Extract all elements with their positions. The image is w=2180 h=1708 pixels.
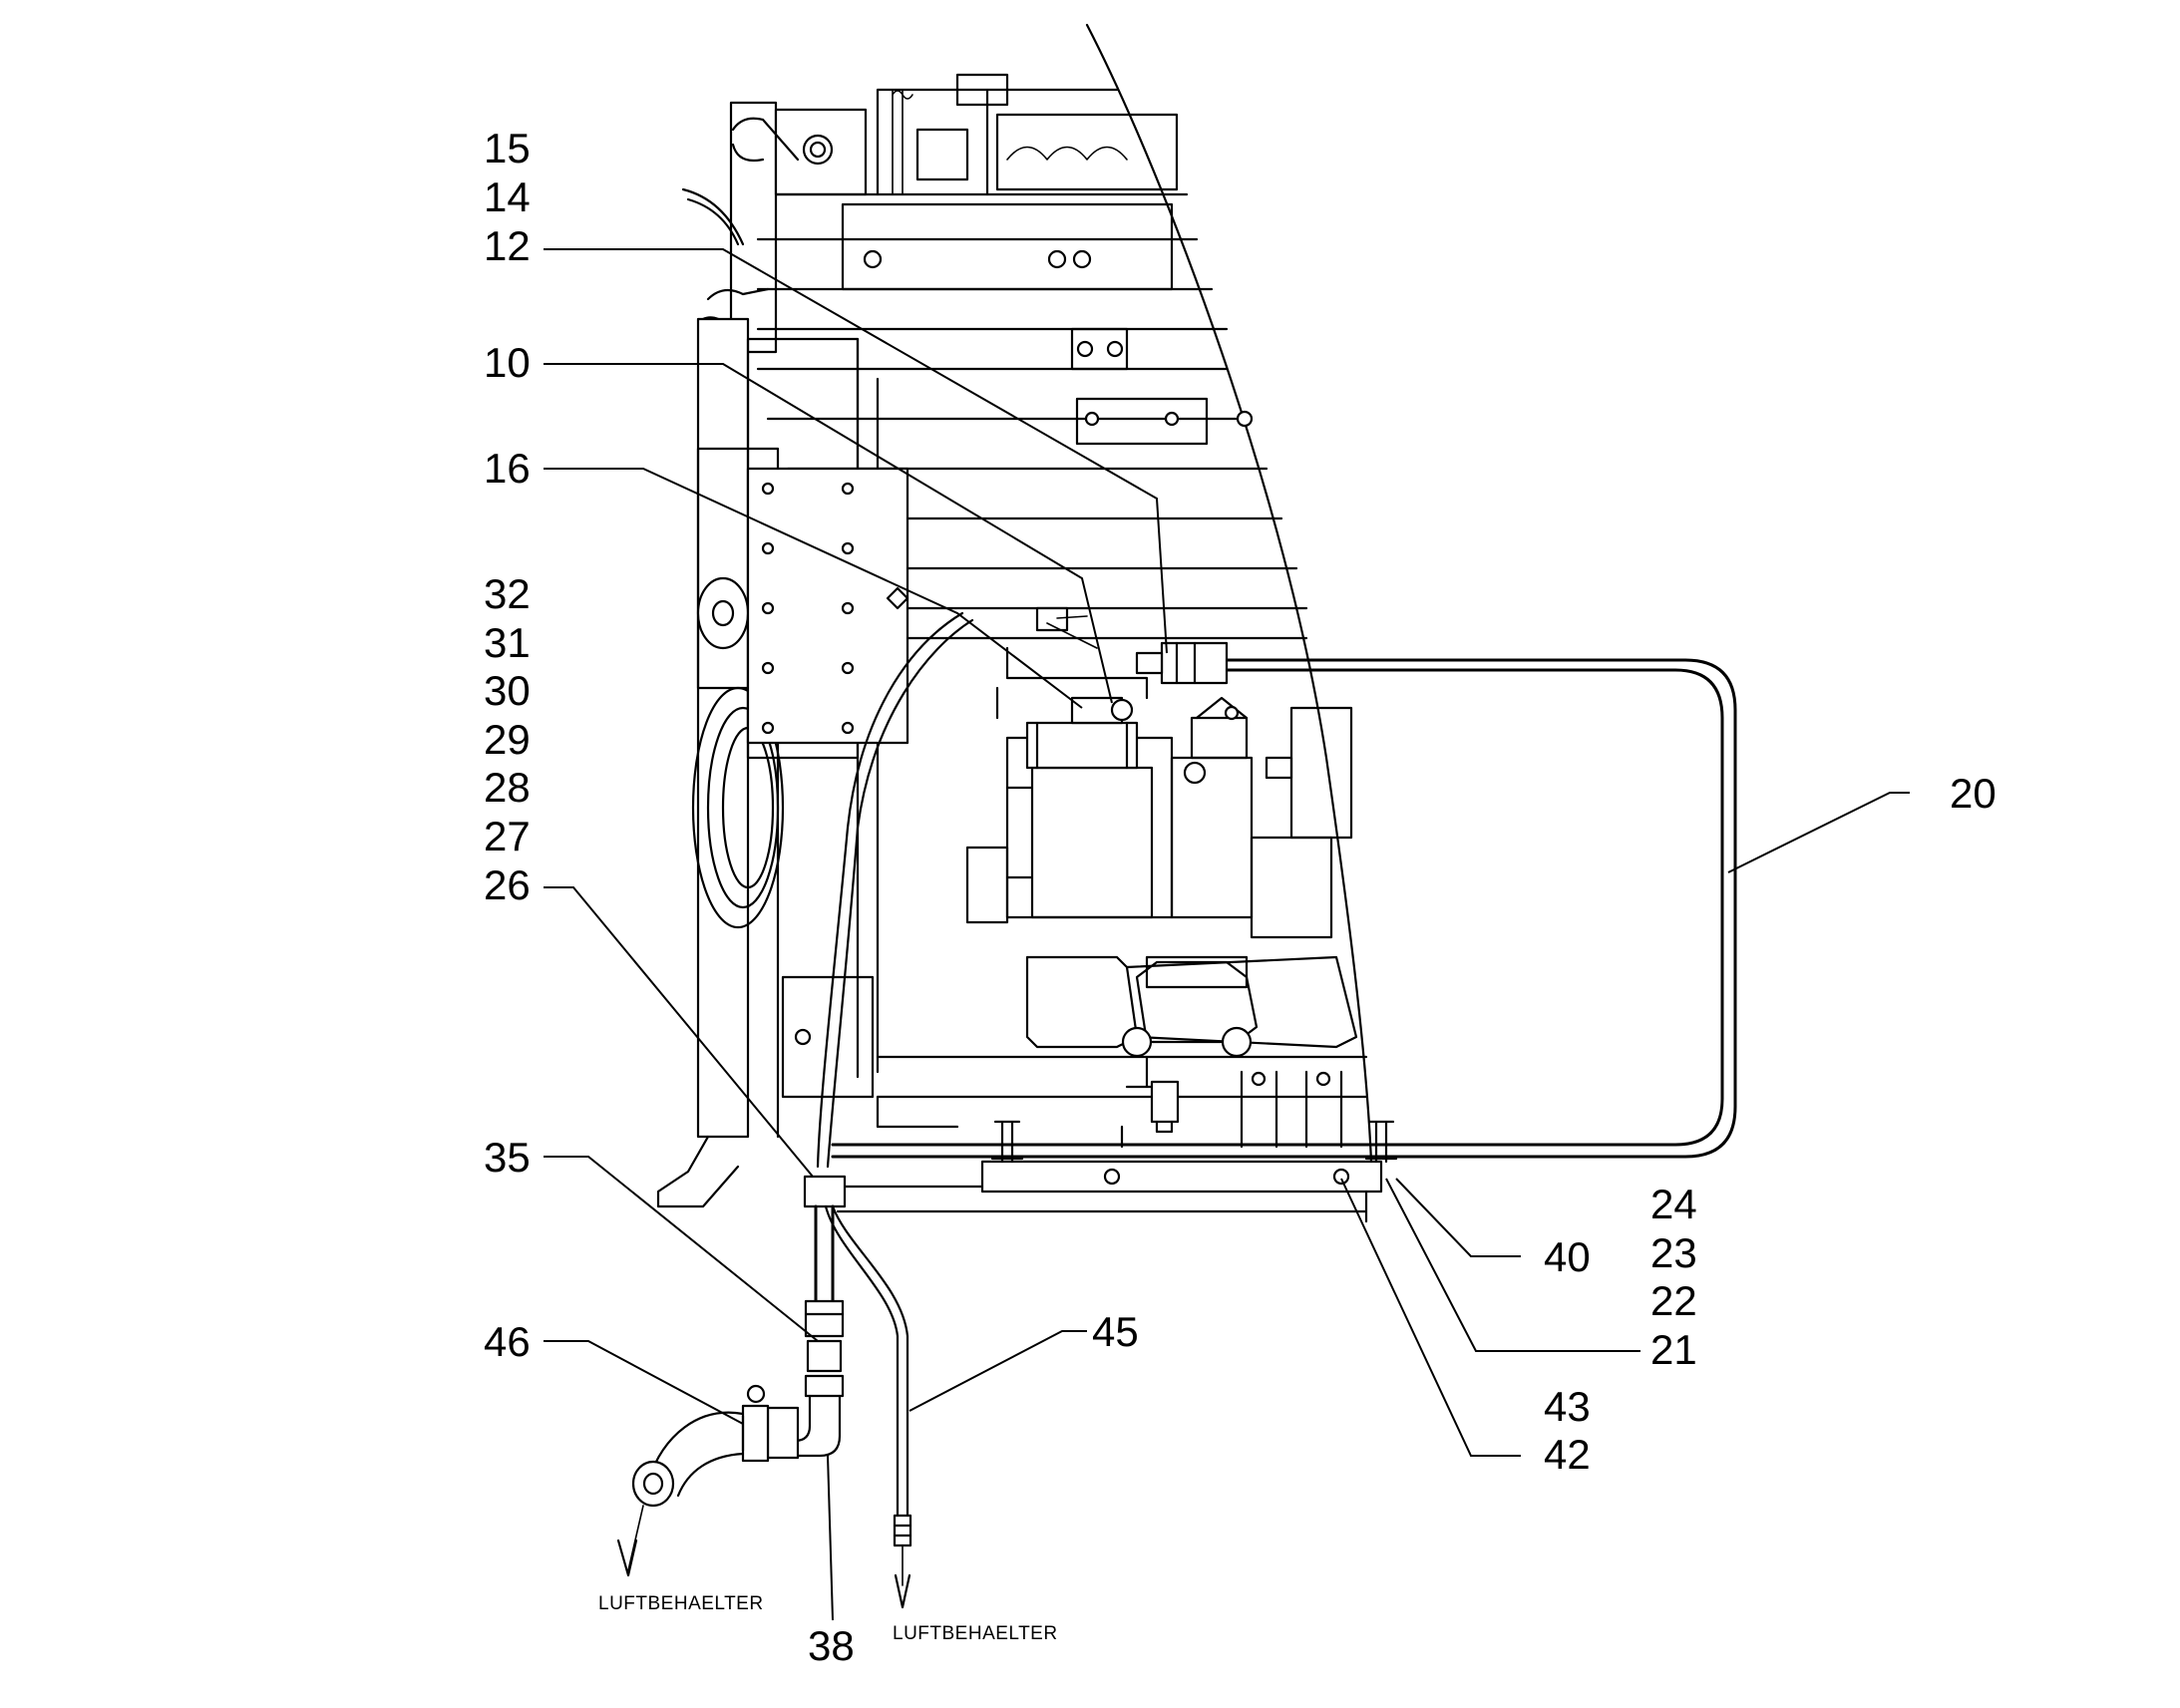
callout-29: 29 — [484, 716, 531, 763]
callout-31: 31 — [484, 619, 531, 666]
callout-35: 35 — [484, 1134, 531, 1181]
callout-30: 30 — [484, 667, 531, 714]
callout-labels: 15 14 12 10 16 32 31 30 29 28 27 26 35 4… — [484, 125, 1997, 1669]
callout-12: 12 — [484, 222, 531, 269]
callout-38: 38 — [808, 1622, 855, 1669]
callout-14: 14 — [484, 173, 531, 220]
callout-24: 24 — [1650, 1181, 1697, 1227]
callout-23: 23 — [1650, 1229, 1697, 1276]
callout-27: 27 — [484, 813, 531, 859]
callout-28: 28 — [484, 764, 531, 811]
callout-22: 22 — [1650, 1277, 1697, 1324]
callout-20: 20 — [1950, 770, 1997, 817]
callout-40: 40 — [1544, 1233, 1591, 1280]
callout-32: 32 — [484, 570, 531, 617]
callout-46: 46 — [484, 1318, 531, 1365]
callout-21: 21 — [1650, 1326, 1697, 1373]
callout-15: 15 — [484, 125, 531, 171]
outlet-captions: LUFTBEHAELTER LUFTBEHAELTER — [598, 1593, 1058, 1644]
callout-16: 16 — [484, 445, 531, 492]
right-outlet-caption: LUFTBEHAELTER — [893, 1623, 1058, 1644]
engine-assembly — [656, 23, 1373, 1208]
air-pipes — [616, 611, 1737, 1609]
callout-45: 45 — [1092, 1308, 1139, 1355]
callout-43: 43 — [1544, 1383, 1591, 1430]
callout-10: 10 — [484, 339, 531, 386]
left-outlet-caption: LUFTBEHAELTER — [598, 1593, 764, 1614]
callout-42: 42 — [1544, 1431, 1591, 1478]
leader-lines — [544, 248, 1910, 1621]
callout-26: 26 — [484, 861, 531, 908]
